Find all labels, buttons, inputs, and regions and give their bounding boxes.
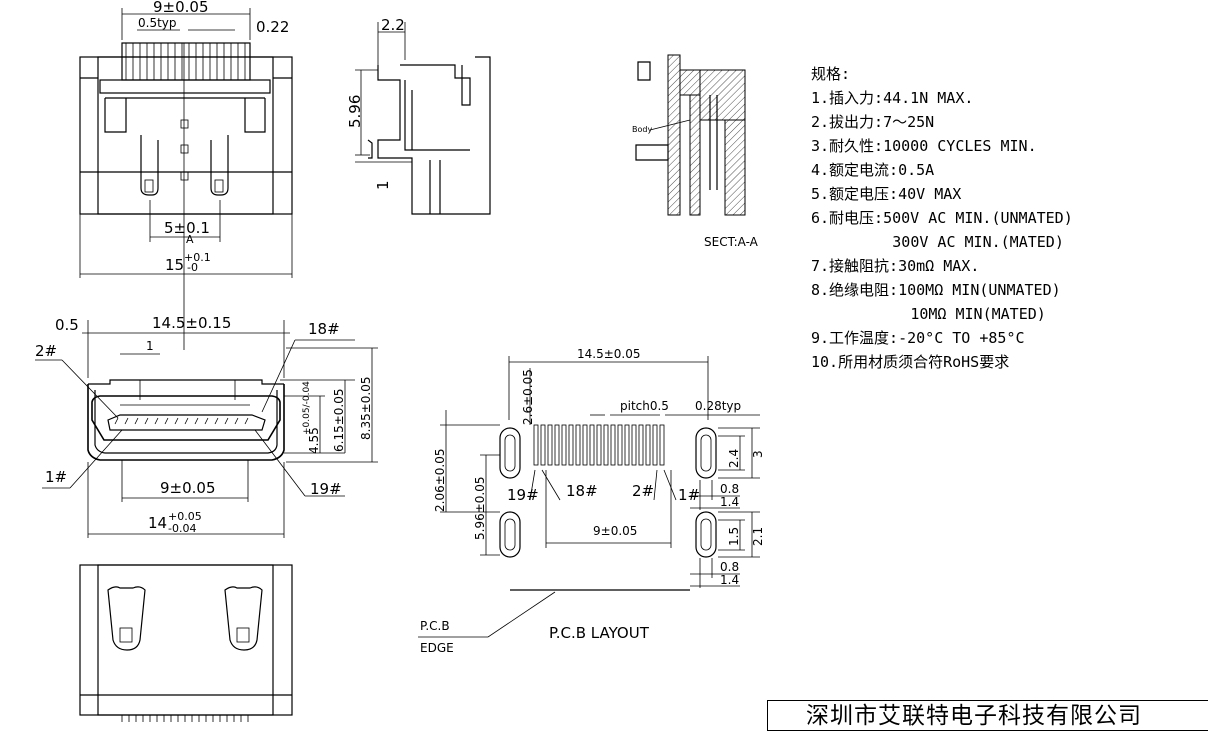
top-dim-15-tol2: -0 [187, 261, 198, 274]
pcb-dim-14b: 1.4 [720, 573, 739, 587]
side-view: 2.2 5.96 1 [346, 16, 491, 215]
pcb-dim-206: 2.06±0.05 [433, 449, 447, 513]
bottom-pins [121, 715, 249, 722]
front-pin18: 18# [308, 320, 340, 338]
spec-item-9: 9.工作温度:-20°C TO +85°C [811, 329, 1025, 347]
front-dim-835: 8.35±0.05 [359, 377, 373, 441]
spec-heading: 规格: [811, 65, 851, 83]
side-dim-1: 1 [374, 180, 392, 190]
pcb-typ028: 0.28typ [695, 399, 741, 413]
front-dim-455: 4.55 [307, 427, 321, 454]
front-dim-14-tol-dn: -0.04 [168, 522, 196, 535]
front-pin1: 1# [45, 468, 67, 486]
front-pin19: 19# [310, 480, 342, 498]
top-dim-022: 0.22 [256, 18, 289, 36]
pcb-dim-145: 14.5±0.05 [577, 347, 641, 361]
pcb-pads [533, 424, 665, 466]
top-dim-15-tol: +0.1 [184, 251, 211, 264]
front-dim-14: 14 [148, 514, 167, 532]
section-marker-a: A [186, 233, 194, 246]
front-dim-9: 9±0.05 [160, 479, 216, 497]
pcb-dim-08b: 0.8 [720, 560, 739, 574]
spec-item-3: 3.耐久性:10000 CYCLES MIN. [811, 137, 1037, 155]
pcb-edge-label: EDGE [420, 641, 454, 655]
pcb-label: P.C.B [420, 619, 450, 633]
pcb-dim-14a: 1.4 [720, 495, 739, 509]
front-dim-455-tol: +0.05/-0.04 [302, 381, 312, 435]
spec-item-1: 1.插入力:44.1N MAX. [811, 89, 974, 107]
pcb-pin18: 18# [566, 482, 598, 500]
spec-item-4: 4.额定电流:0.5A [811, 161, 935, 179]
spec-item-6b: 300V AC MIN.(MATED) [811, 233, 1064, 251]
front-dim-14-tol-up: +0.05 [168, 510, 202, 523]
company-name: 深圳市艾联特电子科技有限公司 [767, 700, 1208, 731]
pcb-pitch: pitch0.5 [620, 399, 669, 413]
front-pin2: 2# [35, 342, 57, 360]
top-view: 9±0.05 0.5typ 0.22 5±0.1 A 15 +0.1 -0 [79, 0, 293, 350]
spec-item-2: 2.拔出力:7～25N [811, 113, 935, 131]
pcb-dim-596: 5.96±0.05 [473, 477, 487, 541]
pcb-dim-9: 9±0.05 [593, 524, 637, 538]
top-pins [125, 43, 246, 80]
bottom-view [79, 564, 293, 722]
pcb-dim-3: 3 [751, 450, 765, 458]
front-dim-05: 0.5 [55, 316, 79, 334]
pcb-dim-15: 1.5 [727, 527, 741, 546]
pcb-layout-title: P.C.B LAYOUT [549, 624, 650, 642]
pcb-dim-26: 2.6±0.05 [521, 369, 535, 425]
front-contacts [114, 417, 249, 425]
spec-item-7: 7.接触阻抗:30mΩ MAX. [811, 257, 980, 275]
spec-item-10: 10.所用材质须合符RoHS要求 [811, 353, 1010, 371]
side-dim-596: 5.96 [346, 95, 364, 128]
pcb-dim-21: 2.1 [751, 527, 765, 546]
spec-item-5: 5.额定电压:40V MAX [811, 185, 962, 203]
section-title: SECT:A-A [704, 235, 759, 249]
front-view: 0.5 14.5±0.15 18# 2# 1 1# 19# 9±0.05 14 … [35, 314, 378, 538]
front-dim-615: 6.15±0.05 [332, 389, 346, 453]
side-dim-22: 2.2 [381, 16, 405, 34]
top-dim-15: 15 [165, 256, 184, 274]
pcb-pin2: 2# [632, 482, 654, 500]
pcb-pin1: 1# [678, 486, 700, 504]
top-dim-9: 9±0.05 [153, 0, 209, 16]
spec-item-6: 6.耐电压:500V AC MIN.(UNMATED) [811, 209, 1073, 227]
front-dim-1: 1 [146, 339, 154, 353]
pcb-layout: 14.5±0.05 2.6±0.05 pitch0.5 0.28typ 2.4 … [418, 347, 765, 655]
pcb-pin19: 19# [507, 486, 539, 504]
spec-item-8: 8.绝缘电阻:100MΩ MIN(UNMATED) [811, 281, 1061, 299]
top-dim-5: 5±0.1 [164, 219, 210, 237]
pcb-dim-24: 2.4 [727, 449, 741, 468]
section-body-label: Body [632, 125, 652, 134]
pcb-dim-08a: 0.8 [720, 482, 739, 496]
front-dim-145: 14.5±0.15 [152, 314, 231, 332]
spec-item-8b: 10MΩ MIN(MATED) [811, 305, 1046, 323]
top-pitch-typ: 0.5typ [138, 16, 177, 30]
section-view: Body SECT:A-A [632, 54, 759, 249]
